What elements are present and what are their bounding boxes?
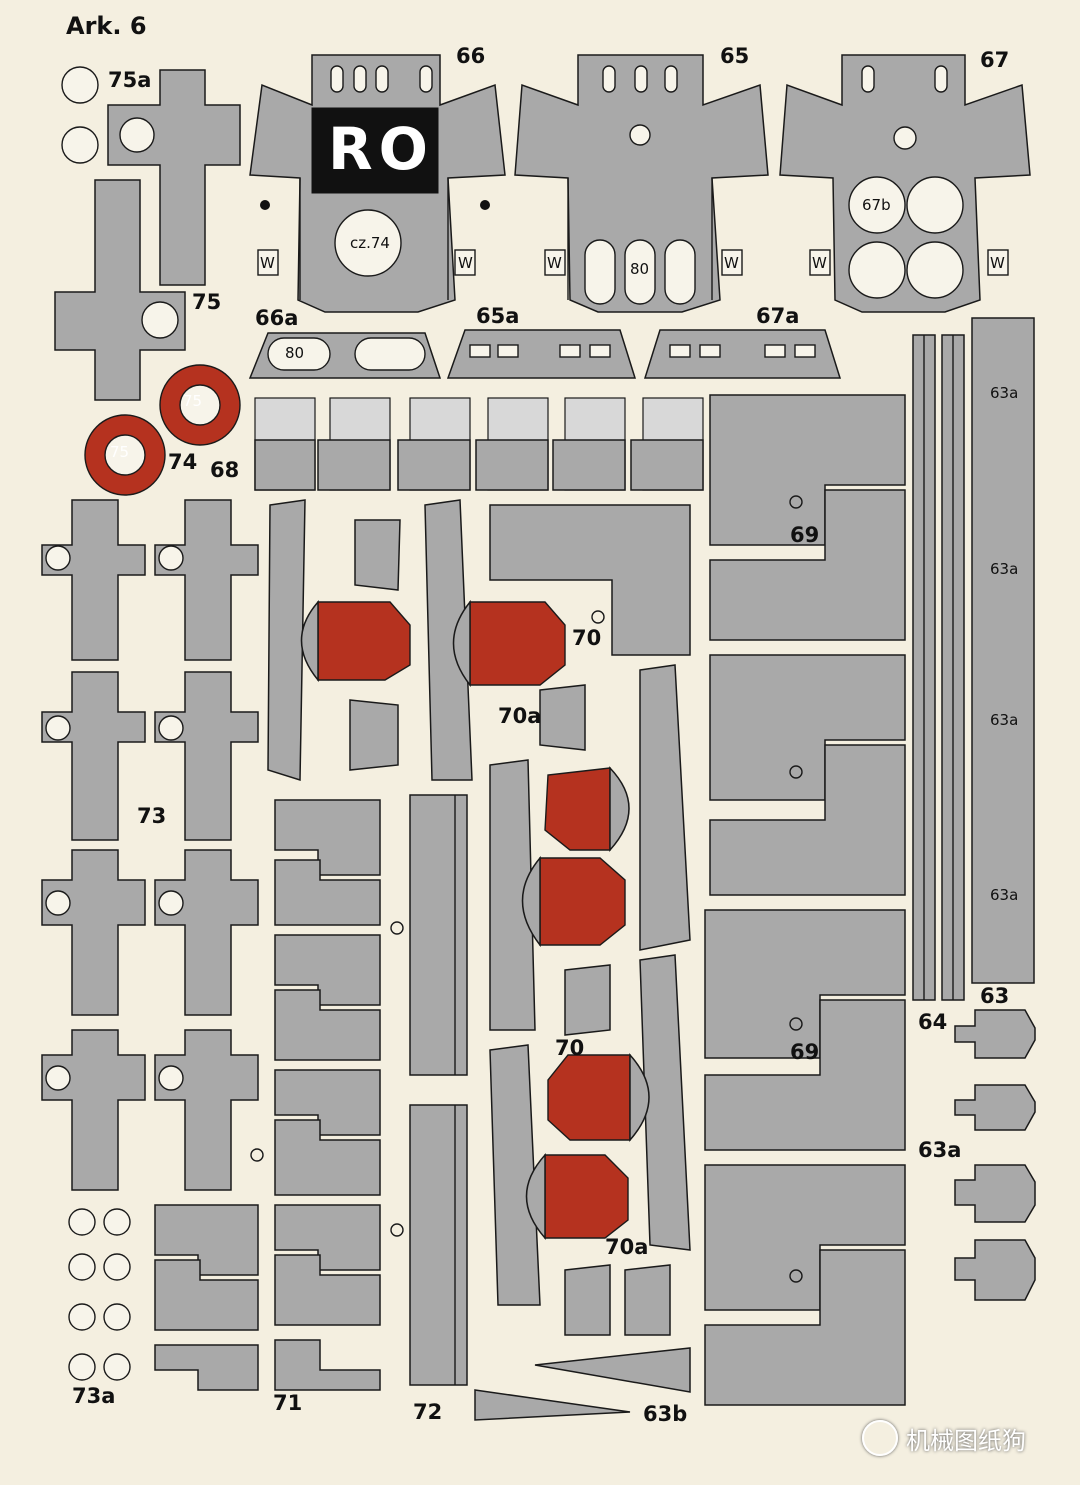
label-72: 72 [413, 1400, 443, 1424]
label-70-bottom: 70 [555, 1036, 585, 1060]
part-70-red-hoods [300, 599, 650, 1240]
part-75a-disc-2 [61, 126, 99, 164]
part-69-panels [704, 394, 906, 1406]
part-70-panels [267, 499, 691, 1306]
label-75-disc-2: 75 [110, 443, 130, 461]
label-63a-strip-4: 63a [990, 886, 1019, 904]
label-70a-bottom: 70a [605, 1235, 649, 1259]
part-72-bar-1 [409, 794, 468, 1076]
label-63a-strip-2: 63a [990, 560, 1019, 578]
label-w-65-right: W [724, 254, 739, 272]
label-66a: 66a [255, 306, 299, 330]
label-w-67-right: W [990, 254, 1005, 272]
part-63a-pieces [954, 1009, 1036, 1301]
wechat-logo-icon [862, 1420, 898, 1456]
label-w-65-left: W [547, 254, 562, 272]
label-73a: 73a [72, 1384, 116, 1408]
label-69-top: 69 [790, 523, 820, 547]
part-75-cross-2 [54, 179, 186, 401]
label-75: 75 [192, 290, 222, 314]
label-70a-top: 70a [498, 704, 542, 728]
watermark-text: 机械图纸狗 [906, 1426, 1026, 1455]
part-70a-pieces [349, 519, 671, 1336]
label-66: 66 [456, 44, 486, 68]
label-65a: 65a [476, 304, 520, 328]
label-67: 67 [980, 48, 1010, 72]
part-73-crosses [41, 499, 259, 1191]
label-64: 64 [918, 1010, 948, 1034]
part-65a-strip [446, 329, 637, 379]
label-65: 65 [720, 44, 750, 68]
part-66-turret [249, 54, 506, 313]
label-75a: 75a [108, 68, 152, 92]
label-67b: 67b [862, 196, 891, 214]
label-cz74: cz.74 [350, 234, 390, 252]
label-71: 71 [273, 1391, 303, 1415]
part-63b-wedge-2 [474, 1389, 631, 1421]
part-65-turret [514, 54, 769, 313]
label-63a-outside: 63a [918, 1138, 962, 1162]
label-63a-strip-1: 63a [990, 384, 1019, 402]
label-63a-strip-3: 63a [990, 711, 1019, 729]
label-75-disc-1: 75 [183, 392, 203, 410]
label-80-65: 80 [630, 260, 650, 278]
label-ro: RO [328, 115, 434, 183]
label-68: 68 [210, 458, 240, 482]
part-63b-wedge-1 [534, 1347, 691, 1393]
part-68-boxes [254, 397, 704, 491]
part-75a-disc-1 [61, 66, 99, 104]
label-w-67-left: W [812, 254, 827, 272]
label-74: 74 [168, 450, 198, 474]
part-67a-strip [643, 329, 842, 379]
label-w-66-right: W [458, 254, 473, 272]
label-67a: 67a [756, 304, 800, 328]
label-69-bottom: 69 [790, 1040, 820, 1064]
sheet-title: Ark. 6 [66, 12, 147, 40]
part-72-bar-2 [409, 1104, 468, 1386]
part-73a-discs [68, 1208, 131, 1381]
glue-mark-icons [250, 495, 803, 1283]
part-63-strip [971, 317, 1035, 984]
watermark: 机械图纸狗 [862, 1420, 1026, 1456]
label-80-66a: 80 [285, 344, 305, 362]
label-70-top: 70 [572, 626, 602, 650]
label-73: 73 [137, 804, 167, 828]
label-63b: 63b [643, 1402, 688, 1426]
label-w-66-left: W [260, 254, 275, 272]
part-71-brackets [154, 799, 381, 1391]
label-63: 63 [980, 984, 1010, 1008]
part-67-turret [779, 54, 1031, 313]
